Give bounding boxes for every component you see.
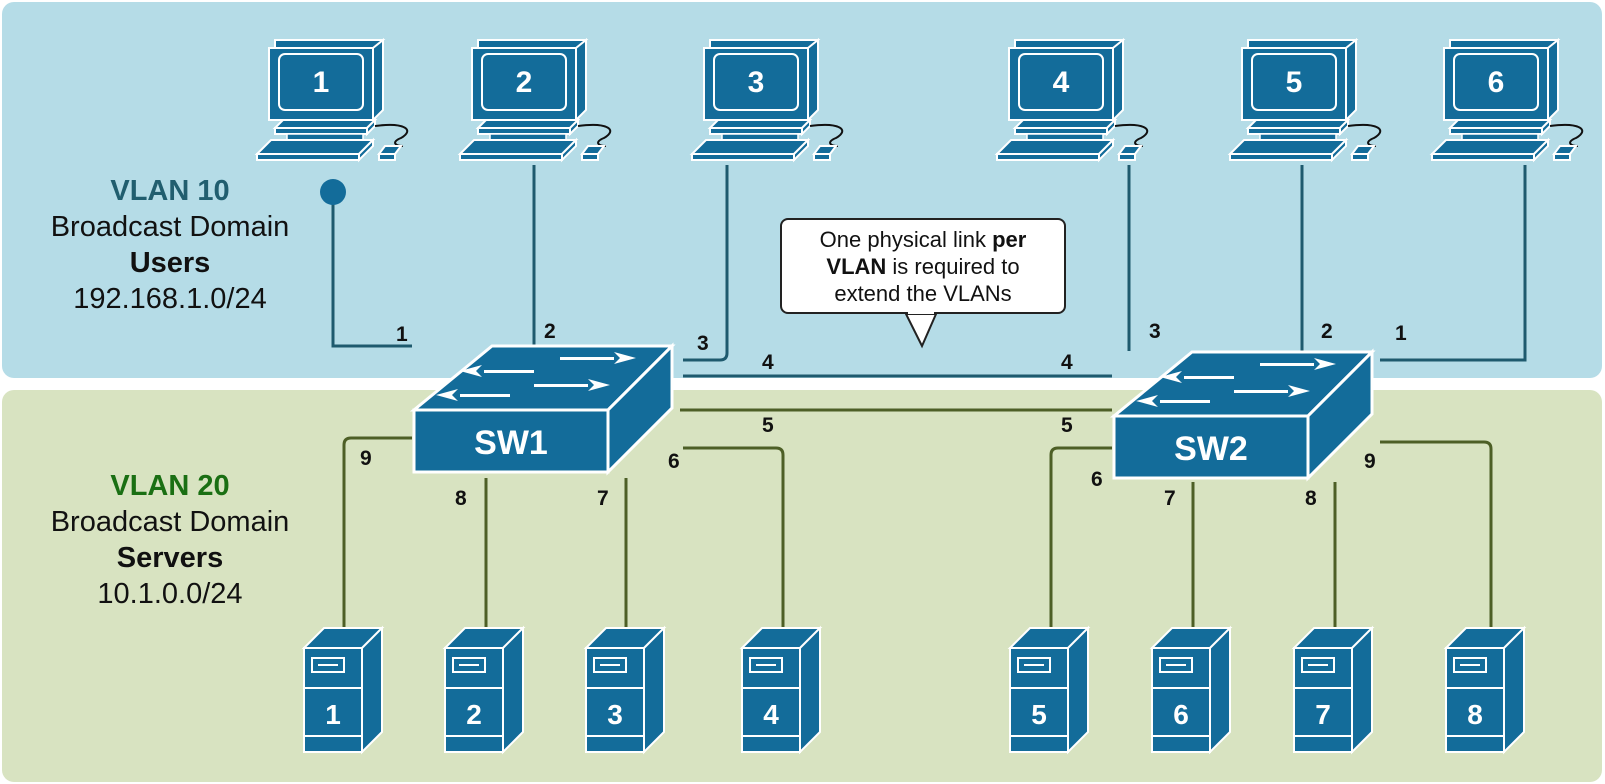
port-label-sw2-2: 2 <box>1321 320 1333 343</box>
server-5[interactable]: 5 <box>1009 627 1089 753</box>
pc-label: 1 <box>313 66 330 99</box>
vlan10-domain: Broadcast Domain <box>50 211 290 243</box>
server-icon <box>1009 627 1089 753</box>
vlan20-title: VLAN 20 <box>110 470 230 502</box>
server-7[interactable]: 7 <box>1293 627 1373 753</box>
vlan20-subnet: 10.1.0.0/24 <box>97 578 243 610</box>
port-label-sw2-8: 8 <box>1305 487 1317 510</box>
port-label-sw2-4: 4 <box>1061 351 1073 374</box>
server-icon <box>444 627 524 753</box>
server-icon <box>1445 627 1525 753</box>
callout-text-line3: extend the VLANs <box>834 281 1012 306</box>
vlan10-name: Users <box>129 247 211 279</box>
server-label: 4 <box>763 699 779 730</box>
vlan10-zone <box>2 2 1602 378</box>
vlan20-domain: Broadcast Domain <box>50 506 290 538</box>
callout-tail <box>904 313 938 349</box>
callout-text-bold2: VLAN <box>826 254 887 279</box>
link-pc3-sw1 <box>683 165 729 362</box>
port-label-sw1-7: 7 <box>597 487 609 510</box>
server-icon <box>1151 627 1231 753</box>
port-label-sw1-2: 2 <box>544 320 556 343</box>
link-pc1-sw1 <box>331 192 412 348</box>
pc-5[interactable]: 5 <box>1229 39 1382 161</box>
link-pc6-sw2 <box>1380 165 1527 362</box>
pc-label: 6 <box>1488 66 1505 99</box>
port-label-sw2-7: 7 <box>1164 487 1176 510</box>
port-label-sw1-6: 6 <box>668 450 680 473</box>
server-label: 8 <box>1467 699 1483 730</box>
link-srv4-sw1 <box>683 446 785 630</box>
port-label-sw1-8: 8 <box>455 487 467 510</box>
port-label-sw1-5: 5 <box>762 414 774 437</box>
link-srv8-sw2 <box>1380 440 1493 630</box>
server-label: 5 <box>1031 699 1047 730</box>
pc-4[interactable]: 4 <box>996 39 1149 161</box>
pc-6[interactable]: 6 <box>1431 39 1584 161</box>
server-4[interactable]: 4 <box>741 627 821 753</box>
pc-label: 4 <box>1053 66 1070 99</box>
port-label-sw2-1: 1 <box>1395 322 1407 345</box>
callout-text-bold1: per <box>992 227 1027 252</box>
vlan10-info: VLAN 10 Broadcast Domain Users 192.168.1… <box>20 173 320 317</box>
vlan10-subnet: 192.168.1.0/24 <box>73 283 267 315</box>
vlan10-links <box>320 165 1527 378</box>
link-srv5-sw2 <box>1049 446 1112 630</box>
port-label-sw1-9: 9 <box>360 447 372 470</box>
server-2[interactable]: 2 <box>444 627 524 753</box>
pc-2[interactable]: 2 <box>459 39 612 161</box>
callout-text-post: is required to <box>886 254 1020 279</box>
callout-note: One physical link per VLAN is required t… <box>780 218 1066 314</box>
link-srv1-sw1 <box>342 436 412 630</box>
pc-label: 2 <box>516 66 533 99</box>
server-label: 3 <box>607 699 623 730</box>
switch-sw2[interactable]: SW2 <box>1112 350 1374 480</box>
pc-1[interactable]: 1 <box>256 39 409 161</box>
port-label-sw2-5: 5 <box>1061 414 1073 437</box>
server-label: 6 <box>1173 699 1189 730</box>
server-icon <box>585 627 665 753</box>
vlan20-links <box>342 408 1493 630</box>
server-6[interactable]: 6 <box>1151 627 1231 753</box>
server-label: 1 <box>325 699 341 730</box>
port-label-sw2-3: 3 <box>1149 320 1161 343</box>
server-1[interactable]: 1 <box>303 627 383 753</box>
server-label: 2 <box>466 699 482 730</box>
server-label: 7 <box>1315 699 1331 730</box>
server-icon <box>741 627 821 753</box>
server-3[interactable]: 3 <box>585 627 665 753</box>
pc-label: 5 <box>1286 66 1303 99</box>
port-label-sw2-6: 6 <box>1091 468 1103 491</box>
link-endpoint-dot <box>320 179 346 205</box>
port-label-sw1-1: 1 <box>396 323 408 346</box>
vlan10-title: VLAN 10 <box>110 175 230 207</box>
pc-3[interactable]: 3 <box>691 39 844 161</box>
callout-tail-joint <box>908 310 934 314</box>
port-label-sw1-3: 3 <box>697 332 709 355</box>
vlan20-info: VLAN 20 Broadcast Domain Servers 10.1.0.… <box>20 468 320 612</box>
switch-label: SW1 <box>474 424 548 462</box>
server-icon <box>1293 627 1373 753</box>
callout-text-pre: One physical link <box>819 227 993 252</box>
server-icon <box>303 627 383 753</box>
port-label-sw1-4: 4 <box>762 351 774 374</box>
switch-label: SW2 <box>1174 430 1248 468</box>
pc-label: 3 <box>748 66 765 99</box>
server-8[interactable]: 8 <box>1445 627 1525 753</box>
port-label-sw2-9: 9 <box>1364 450 1376 473</box>
vlan20-name: Servers <box>116 542 224 574</box>
switch-sw1[interactable]: SW1 <box>412 344 674 474</box>
